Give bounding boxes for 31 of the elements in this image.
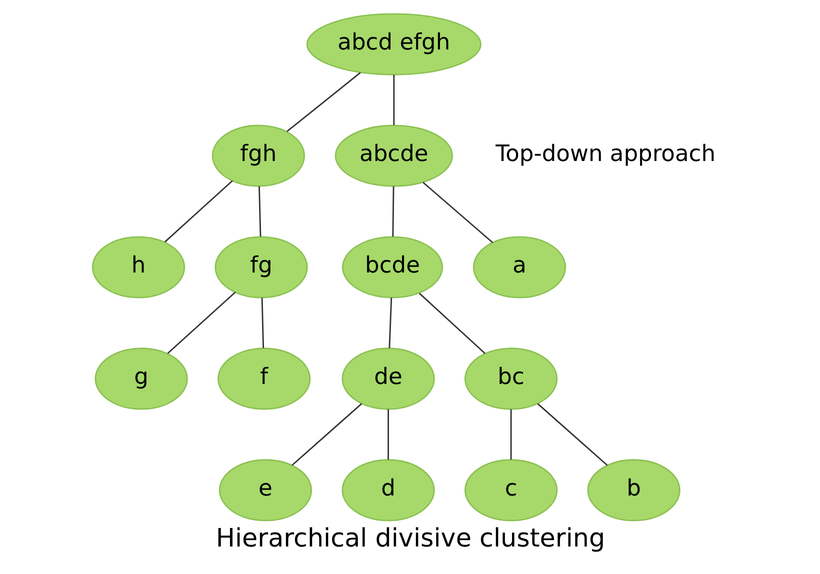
node-ellipse: bc <box>464 348 558 410</box>
connector <box>166 292 236 354</box>
node-ellipse: h <box>91 236 185 298</box>
label: Top-down approach <box>495 141 716 168</box>
connector <box>286 72 360 132</box>
node-ellipse: abcde <box>334 124 452 187</box>
connector <box>387 409 388 460</box>
node-ellipse: e <box>218 459 312 522</box>
connector <box>291 403 362 466</box>
connector <box>510 409 512 460</box>
connector <box>536 403 608 466</box>
node-ellipse: g <box>94 348 188 410</box>
node-ellipse: de <box>341 348 434 410</box>
node-ellipse: fg <box>214 236 308 298</box>
node-ellipse: c <box>464 459 558 522</box>
node-ellipse: f <box>217 348 310 410</box>
node-ellipse: fgh <box>211 124 305 187</box>
node-ellipse: d <box>341 459 434 522</box>
node-ellipse: bcde <box>341 236 443 298</box>
node-ellipse: a <box>472 236 566 298</box>
connector <box>392 186 394 237</box>
connector <box>258 186 261 237</box>
connector <box>392 74 394 126</box>
connector <box>260 298 264 348</box>
caption: Hierarchical divisive clustering <box>215 522 605 553</box>
node-ellipse: abcd efgh <box>306 13 481 76</box>
connector <box>418 292 486 354</box>
connector <box>388 298 392 348</box>
connector <box>422 182 493 244</box>
connector <box>164 180 232 242</box>
node-ellipse: b <box>586 459 680 522</box>
